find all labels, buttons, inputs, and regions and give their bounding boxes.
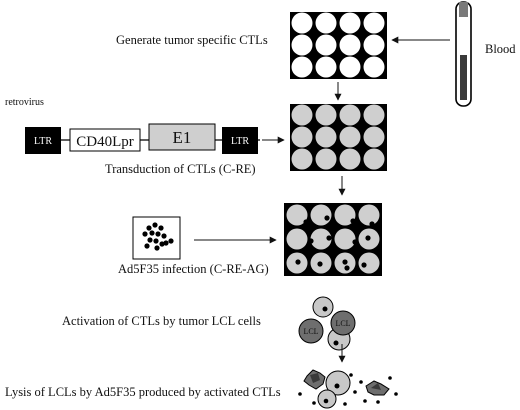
plate-gray-wells-infected <box>284 203 382 276</box>
step-infection-label: Ad5F35 infection (C-RE-AG) <box>118 262 269 276</box>
plate2-well <box>363 126 385 148</box>
plate3-well <box>334 228 356 250</box>
lcl-cell-label-1: LCL <box>303 327 318 336</box>
step-generate-label: Generate tumor specific CTLs <box>116 33 268 47</box>
plate2-well <box>363 104 385 126</box>
e1-gene-label: E1 <box>173 128 192 147</box>
e1-gene-box: E1 <box>148 123 216 151</box>
plate1-well <box>339 34 361 56</box>
ltr-right-label: LTR <box>231 136 249 147</box>
blood-label: Blood <box>485 42 516 56</box>
ltr-left-label: LTR <box>34 136 52 147</box>
plate1-well <box>363 34 385 56</box>
plate1-well <box>291 34 313 56</box>
plate3-well <box>358 252 380 274</box>
ltr-right-box: LTR <box>222 127 258 154</box>
plate1-well <box>363 12 385 34</box>
ltr-left-box: LTR <box>25 127 61 154</box>
plate1-well <box>339 56 361 78</box>
plate1-well <box>315 56 337 78</box>
cell-cluster-activation: LCL LCL <box>298 296 356 351</box>
virus-particle <box>161 233 167 239</box>
virus-particle <box>352 239 358 245</box>
virus-particle <box>154 245 160 251</box>
step-transduction-label: Transduction of CTLs (C-RE) <box>105 162 256 176</box>
plate2-well <box>315 148 337 170</box>
promoter-box: CD40Lpr <box>69 128 141 152</box>
plate1-well <box>315 12 337 34</box>
virus-particle <box>142 231 148 237</box>
virus-particle <box>369 221 375 227</box>
virus-particle <box>147 237 153 243</box>
virus-particle <box>149 230 155 236</box>
plate2-well <box>291 126 313 148</box>
virus-particle <box>365 235 371 241</box>
blood-tube-icon <box>455 1 472 107</box>
virus-particle <box>361 262 367 268</box>
promoter-label: CD40Lpr <box>76 134 134 150</box>
plate2-well <box>339 126 361 148</box>
plate2-well <box>315 126 337 148</box>
virus-particle <box>158 225 164 231</box>
plate1-well <box>339 12 361 34</box>
plate2-well <box>315 104 337 126</box>
virus-particle <box>324 215 330 221</box>
plate2-well <box>339 104 361 126</box>
plate-gray-wells-transduced <box>290 104 387 171</box>
plate-white-wells <box>290 12 387 79</box>
plate3-well <box>286 204 308 226</box>
virus-particle <box>155 231 161 237</box>
virus-particle <box>159 241 165 247</box>
virus-particle <box>153 238 159 244</box>
virus-particle <box>308 238 314 244</box>
plate3-well <box>286 228 308 250</box>
plate2-well <box>339 148 361 170</box>
step-lysis-label: Lysis of LCLs by Ad5F35 produced by acti… <box>5 385 281 399</box>
virus-particle <box>144 243 150 249</box>
plate2-well <box>291 104 313 126</box>
virus-particle <box>350 218 356 224</box>
virus-particle <box>163 240 169 246</box>
plate3-well <box>358 204 380 226</box>
plate3-well <box>310 204 332 226</box>
virus-particle <box>168 238 174 244</box>
plate3-well <box>334 204 356 226</box>
virus-particle <box>146 225 152 231</box>
retrovirus-label: retrovirus <box>5 97 44 108</box>
virus-particle <box>295 259 301 265</box>
cell-cluster-lysis <box>298 369 398 409</box>
virus-particle <box>303 219 309 225</box>
plate2-well <box>291 148 313 170</box>
plate1-well <box>363 56 385 78</box>
plate1-well <box>315 34 337 56</box>
step-activation-label: Activation of CTLs by tumor LCL cells <box>62 314 261 328</box>
lcl-cell-label-2: LCL <box>335 319 350 328</box>
plate1-well <box>291 56 313 78</box>
virus-particle <box>152 222 158 228</box>
virus-particle <box>342 259 348 265</box>
virus-particle <box>317 261 323 267</box>
virus-particle <box>326 235 332 241</box>
virus-particle <box>344 265 350 271</box>
plate1-well <box>291 12 313 34</box>
plate3-well <box>310 228 332 250</box>
ad5f35-virus-box <box>132 216 181 260</box>
plate2-well <box>363 148 385 170</box>
